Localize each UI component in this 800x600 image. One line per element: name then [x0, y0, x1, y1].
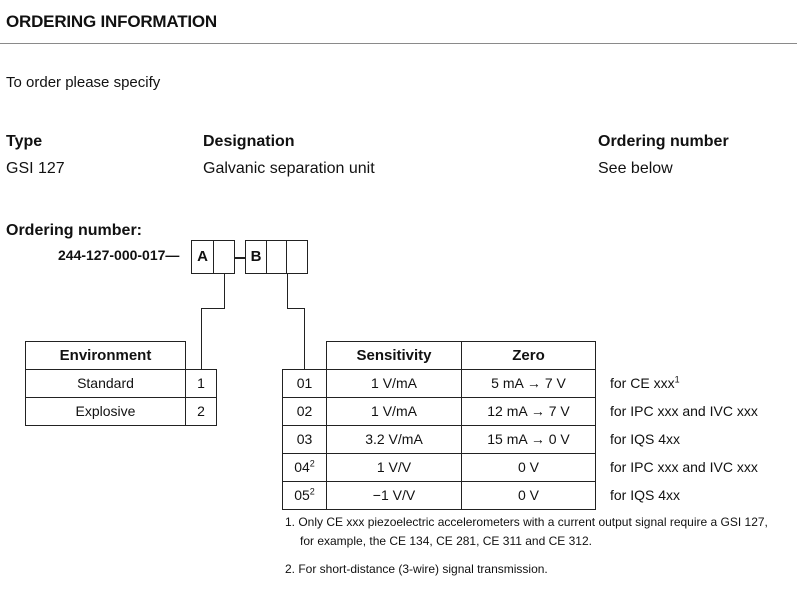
sensitivity-row-code: 052 [282, 481, 327, 510]
footnote-2: 2. For short-distance (3-wire) signal tr… [285, 562, 548, 576]
sensitivity-row-code: 01 [282, 369, 327, 398]
sensitivity-row-application: for IQS 4xx [610, 425, 680, 453]
sensitivity-row-application: for CE xxx1 [610, 369, 680, 397]
ordering-number-base: 244-127-000-017— [58, 247, 180, 263]
connector-b-horizontal [287, 308, 304, 309]
code-b-slot-1 [266, 240, 287, 274]
application-text: for IPC xxx and IVC xxx [610, 403, 758, 419]
connector-b-vertical-bottom [304, 308, 305, 370]
sensitivity-row-code: 042 [282, 453, 327, 482]
sensitivity-row-application: for IPC xxx and IVC xxx [610, 397, 758, 425]
sensitivity-row-application: for IQS 4xx [610, 481, 680, 509]
sensitivity-row-value: 1 V/mA [326, 397, 462, 426]
connector-a-vertical-top [224, 274, 225, 308]
designation-header: Designation [203, 133, 295, 150]
sensitivity-header: Sensitivity [326, 341, 462, 370]
sensitivity-row-zero: 5 mA → 7 V [461, 369, 596, 398]
designation-value: Galvanic separation unit [203, 160, 375, 177]
connector-a-vertical-bottom [201, 308, 202, 370]
row-code-text: 02 [296, 403, 313, 419]
sensitivity-row-application: for IPC xxx and IVC xxx [610, 453, 758, 481]
sensitivity-row-value: 1 V/mA [326, 369, 462, 398]
environment-standard-code: 1 [185, 369, 217, 398]
code-b-box: B [245, 240, 267, 274]
row-code-text: 01 [296, 375, 313, 391]
row-code-footnote-ref: 2 [309, 458, 315, 469]
sensitivity-row-code: 02 [282, 397, 327, 426]
row-code-text: 05 [294, 487, 310, 503]
section-title: ORDERING INFORMATION [6, 12, 218, 31]
environment-standard: Standard [25, 369, 186, 398]
sensitivity-row-code: 03 [282, 425, 327, 454]
code-a-slot [213, 240, 235, 274]
application-footnote-ref: 1 [674, 374, 680, 385]
ordering-number-label: Ordering number: [6, 222, 143, 239]
type-value: GSI 127 [6, 160, 65, 177]
zero-header: Zero [461, 341, 596, 370]
intro-text: To order please specify [6, 74, 161, 91]
row-code-text: 03 [296, 431, 313, 447]
sensitivity-row-value: 3.2 V/mA [326, 425, 462, 454]
application-text: for IQS 4xx [610, 487, 681, 503]
application-text: for IPC xxx and IVC xxx [610, 459, 758, 475]
sensitivity-row-zero: 0 V [461, 481, 596, 510]
heading-divider [0, 43, 797, 44]
code-a-box: A [191, 240, 214, 274]
sensitivity-row-value: −1 V/V [326, 481, 462, 510]
sensitivity-row-value: 1 V/V [326, 453, 462, 482]
application-text: for CE xxx [610, 375, 675, 391]
code-b-slot-2 [286, 240, 308, 274]
row-code-text: 04 [294, 459, 310, 475]
sensitivity-row-zero: 12 mA → 7 V [461, 397, 596, 426]
type-header: Type [6, 133, 43, 150]
environment-explosive: Explosive [25, 397, 186, 426]
connector-a-horizontal [201, 308, 225, 309]
ordering-number-header: Ordering number [598, 133, 729, 150]
footnote-1-line-1: 1. Only CE xxx piezoelectric acceleromet… [285, 515, 768, 529]
environment-explosive-code: 2 [185, 397, 217, 426]
connector-b-vertical-top [287, 274, 288, 308]
environment-header: Environment [25, 341, 186, 370]
sensitivity-row-zero: 15 mA → 0 V [461, 425, 596, 454]
ordering-number-value: See below [598, 160, 673, 177]
code-dash [235, 257, 245, 259]
footnote-1-line-2: for example, the CE 134, CE 281, CE 311 … [300, 534, 592, 548]
sensitivity-row-zero: 0 V [461, 453, 596, 482]
row-code-footnote-ref: 2 [309, 486, 315, 497]
application-text: for IQS 4xx [610, 431, 681, 447]
